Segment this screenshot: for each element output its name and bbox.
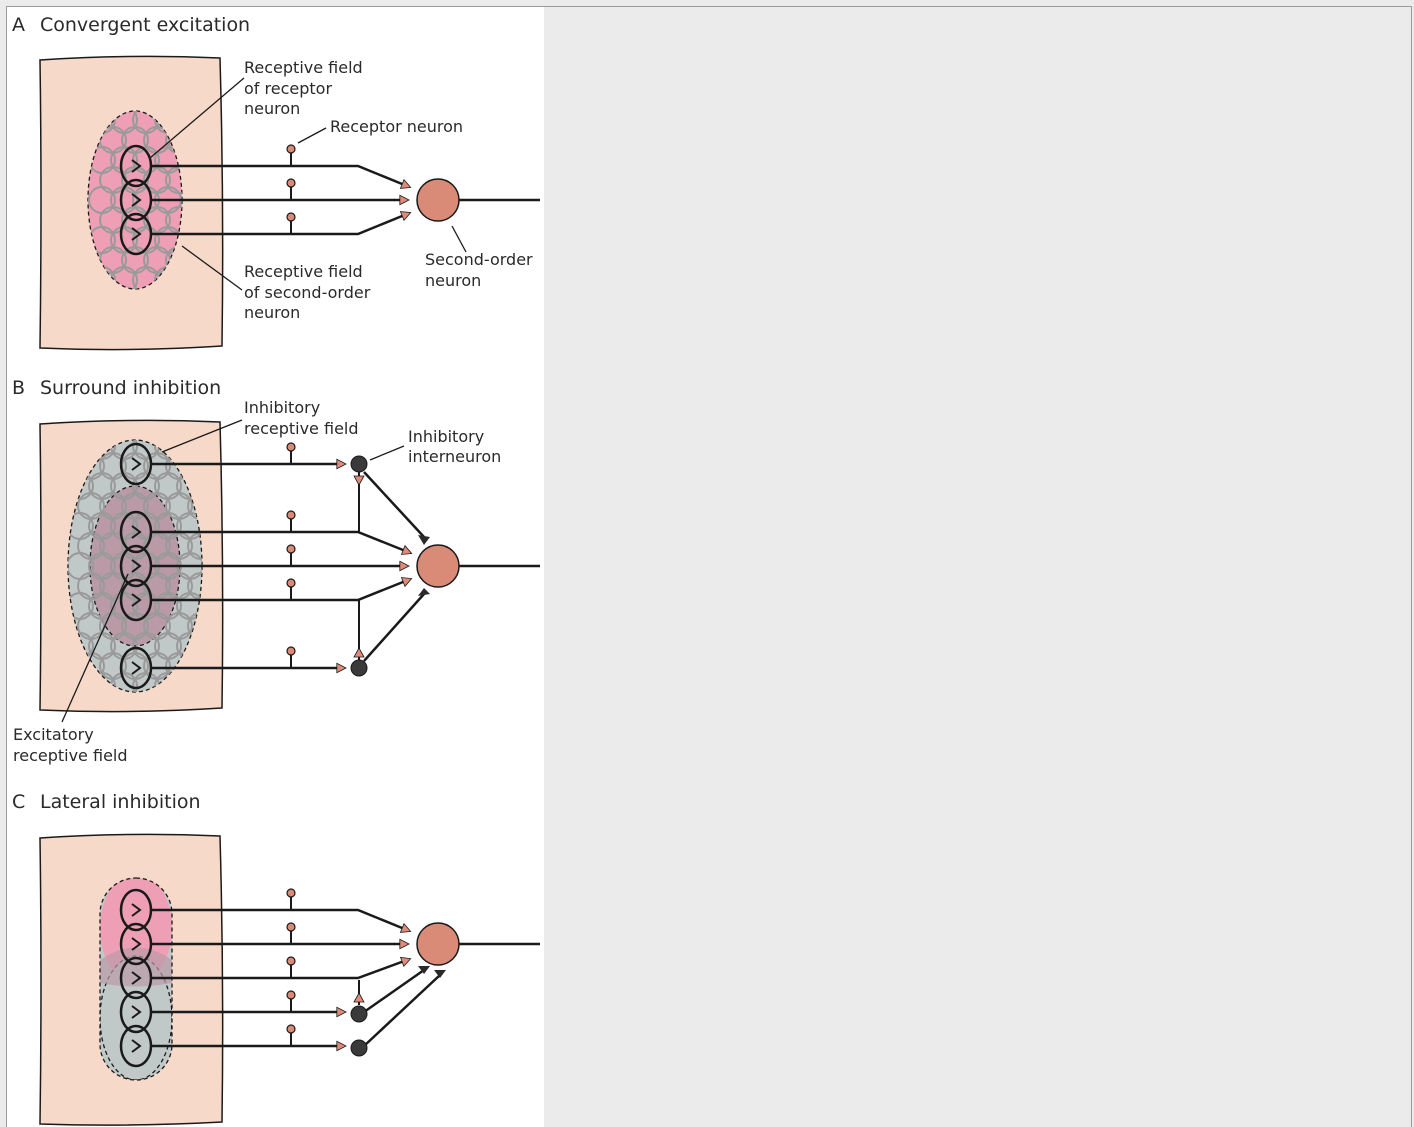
- label-excitatory-rf-line1: Excitatory: [13, 725, 94, 744]
- label-rf-second-order-line1: Receptive field: [244, 262, 363, 281]
- label-rf-receptor-line2: of receptor: [244, 79, 332, 98]
- label-inhibitory-rf-line1: Inhibitory: [244, 398, 320, 417]
- label-rf-second-order-line3: neuron: [244, 303, 300, 322]
- label-second-order-neuron-line2: neuron: [425, 271, 481, 290]
- inhibitory-interneuron-c-2: [351, 1040, 367, 1056]
- second-order-neuron-a: [417, 179, 459, 221]
- receptor-cell-body: [287, 923, 295, 931]
- label-inhibitory-interneuron-line2: interneuron: [408, 447, 501, 466]
- second-order-neuron-c: [417, 923, 459, 965]
- receptor-cell-body: [287, 213, 295, 221]
- receptor-cell-body: [287, 545, 295, 553]
- panel-c-letter: C: [12, 791, 25, 813]
- label-excitatory-rf-line2: receptive field: [13, 746, 128, 765]
- receptor-cell-body: [287, 443, 295, 451]
- receptor-cell-body: [287, 889, 295, 897]
- receptive-field-figure: A Convergent excitation Receptive field …: [0, 0, 544, 1127]
- receptor-cell-body: [287, 991, 295, 999]
- inhibitory-interneuron-bottom: [351, 660, 367, 676]
- inhibitory-interneuron-top: [351, 456, 367, 472]
- panel-b-letter: B: [12, 377, 25, 399]
- receptor-cell-body: [287, 579, 295, 587]
- inhibitory-interneuron-c-1: [351, 1006, 367, 1022]
- panel-c-title: Lateral inhibition: [40, 791, 201, 813]
- label-rf-receptor-line3: neuron: [244, 99, 300, 118]
- label-rf-second-order-line2: of second-order: [244, 283, 371, 302]
- label-inhibitory-rf-line2: receptive field: [244, 419, 359, 438]
- panel-a-letter: A: [12, 14, 25, 36]
- receptor-cell-body: [287, 957, 295, 965]
- receptor-cell-body: [287, 145, 295, 153]
- label-second-order-neuron-line1: Second-order: [425, 250, 533, 269]
- label-rf-receptor-line1: Receptive field: [244, 58, 363, 77]
- label-inhibitory-interneuron-line1: Inhibitory: [408, 427, 484, 446]
- receptor-cell-body: [287, 1025, 295, 1033]
- receptor-cell-body: [287, 511, 295, 519]
- label-receptor-neuron: Receptor neuron: [330, 117, 463, 136]
- panel-a-title: Convergent excitation: [40, 14, 250, 36]
- receptor-cell-body: [287, 647, 295, 655]
- receptor-cell-body: [287, 179, 295, 187]
- second-order-neuron-b: [417, 545, 459, 587]
- panel-b-title: Surround inhibition: [40, 377, 221, 399]
